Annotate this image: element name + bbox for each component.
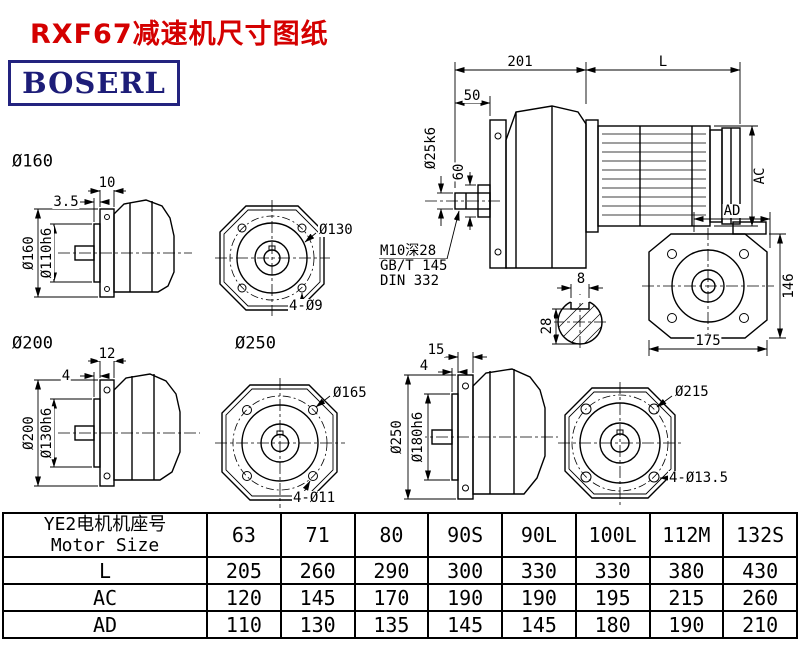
table-row-AD: AD 110 130 135 145 145 180 190 210: [2, 610, 798, 639]
column-header-132s: 132S: [722, 512, 798, 558]
shaft-note-din-standard: DIN 332: [379, 273, 441, 289]
motor-size-header-cell: YE2电机机座号 Motor Size: [2, 512, 208, 558]
table-cell: 180: [574, 610, 651, 639]
centerlines: [58, 200, 774, 508]
brand-logo: BOSERL: [8, 60, 180, 106]
table-cell: 205: [206, 556, 282, 585]
dim-160-spigot: 3.5: [52, 194, 80, 210]
dim-160-pilot: Ø110h6: [39, 226, 55, 280]
dim-160-outer: Ø160: [21, 235, 37, 271]
motor-rear-view-dimensions: [648, 212, 786, 356]
motor-size-label-en: Motor Size: [50, 535, 160, 556]
flange-250-dimensions: [404, 352, 487, 500]
table-row-AC: AC 120 145 170 190 190 195 215 260: [2, 583, 798, 612]
table-cell: 120: [206, 583, 282, 612]
brand-logo-text: BOSERL: [22, 66, 166, 100]
table-cell: 145: [279, 583, 356, 612]
heading-flange-250: Ø250: [235, 333, 276, 354]
dim-250-bolt-circle: Ø215: [674, 384, 710, 400]
main-side-view: [454, 105, 741, 269]
dim-motor-length-L: L: [657, 54, 669, 70]
dim-250-holes: 4-Ø13.5: [668, 470, 730, 486]
heading-flange-160: Ø160: [12, 151, 53, 172]
table-cell: 260: [722, 583, 798, 612]
row-label-AD: AD: [2, 610, 208, 639]
table-cell: 300: [427, 556, 503, 585]
flange-200-front-view: [221, 384, 338, 501]
dim-250-thickness: 15: [426, 342, 446, 358]
key-section-dimensions: [552, 284, 603, 345]
dim-160-holes: 4-Ø9: [288, 298, 324, 314]
table-cell: 110: [206, 610, 282, 639]
dim-rear-175: 175: [694, 333, 722, 349]
motor-size-label-cn: YE2电机机座号: [43, 514, 167, 535]
table-cell: 145: [501, 610, 577, 639]
table-cell: 330: [501, 556, 577, 585]
dim-160-thickness: 10: [97, 175, 117, 191]
dim-key-depth-28: 28: [539, 316, 555, 336]
page-title: RXF67减速机尺寸图纸: [30, 19, 329, 50]
table-cell: 430: [722, 556, 798, 585]
dim-200-bolt-circle: Ø165: [332, 385, 368, 401]
column-header-71: 71: [279, 512, 356, 558]
table-cell: 135: [353, 610, 430, 639]
dim-250-pilot: Ø180h6: [410, 410, 426, 464]
table-cell: 170: [353, 583, 430, 612]
column-header-90l: 90L: [501, 512, 577, 558]
column-header-90s: 90S: [427, 512, 503, 558]
heading-flange-200: Ø200: [12, 333, 53, 354]
dim-key-width-8: 8: [575, 271, 587, 287]
table-cell: 215: [648, 583, 725, 612]
table-cell: 380: [648, 556, 725, 585]
flange-160-dimensions: [34, 186, 126, 298]
dim-200-spigot: 4: [60, 368, 72, 384]
table-cell: 330: [574, 556, 651, 585]
dim-200-holes: 4-Ø11: [292, 490, 337, 506]
table-cell: 290: [353, 556, 430, 585]
table-cell: 210: [722, 610, 798, 639]
row-label-AC: AC: [2, 583, 208, 612]
dim-hub-dia-60: 60: [451, 162, 467, 182]
dim-shaft-dia: Ø25k6: [423, 125, 439, 171]
table-cell: 130: [279, 610, 356, 639]
column-header-80: 80: [353, 512, 430, 558]
column-header-112m: 112M: [648, 512, 725, 558]
dim-200-pilot: Ø130h6: [39, 406, 55, 460]
row-label-L: L: [2, 556, 208, 585]
flange-250-side-view: [431, 368, 546, 500]
shaft-note-gb-standard: GB/T 145: [379, 258, 449, 274]
dim-250-outer: Ø250: [389, 419, 405, 455]
dim-200-thickness: 12: [97, 346, 117, 362]
shaft-note-thread: M10深28: [379, 243, 438, 259]
flange-200-side-view: [74, 373, 181, 487]
table-cell: 195: [574, 583, 651, 612]
dim-overall-201: 201: [506, 54, 534, 70]
table-cell: 145: [427, 610, 503, 639]
dim-160-bolt-circle: Ø130: [318, 222, 354, 238]
motor-dimension-table: YE2电机机座号 Motor Size 63 71 80 90S 90L 100…: [2, 512, 798, 639]
flange-160-side-view: [74, 199, 175, 298]
dim-200-outer: Ø200: [21, 415, 37, 451]
dim-rear-AD: AD: [722, 203, 742, 219]
dim-rear-146: 146: [781, 272, 797, 300]
flange-250-front-view: [564, 387, 676, 499]
motor-rear-view: [648, 221, 768, 339]
table-header-row: YE2电机机座号 Motor Size 63 71 80 90S 90L 100…: [2, 512, 798, 558]
table-cell: 260: [279, 556, 356, 585]
table-cell: 190: [648, 610, 725, 639]
table-row-L: L 205 260 290 300 330 330 380 430: [2, 556, 798, 585]
table-cell: 190: [501, 583, 577, 612]
table-cell: 190: [427, 583, 503, 612]
column-header-63: 63: [206, 512, 282, 558]
dim-motor-od-AC: AC: [752, 166, 768, 186]
dim-shaft-ext-50: 50: [462, 88, 482, 104]
column-header-100l: 100L: [574, 512, 651, 558]
dim-250-spigot: 4: [418, 358, 430, 374]
